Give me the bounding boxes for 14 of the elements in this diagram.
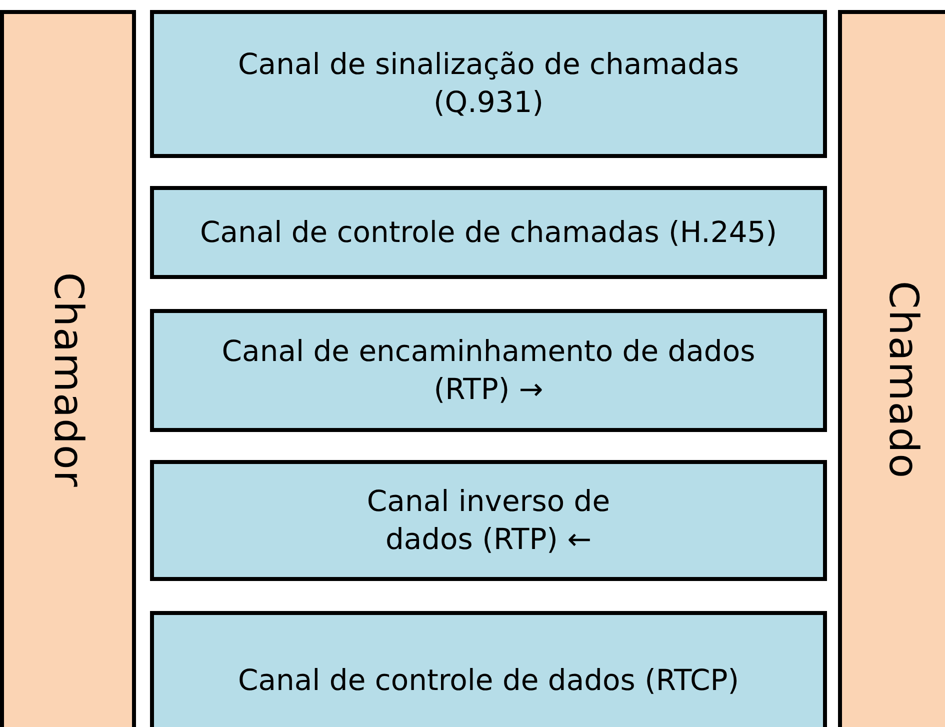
channel-label: Canal de controle de chamadas (H.245) <box>200 214 778 251</box>
column-label: Chamador <box>45 272 91 488</box>
channel-label: Canal de sinalização de chamadas (Q.931) <box>237 46 740 121</box>
channel-label: Canal de controle de dados (RTCP) <box>238 662 740 700</box>
channel-box <box>150 10 827 158</box>
side-column <box>838 10 945 727</box>
side-column <box>0 10 136 727</box>
channel-box <box>150 186 827 279</box>
channel-box <box>150 460 827 581</box>
channel-label: Canal de encaminhamento de dados (RTP) → <box>220 332 756 408</box>
channel-box <box>150 309 827 432</box>
channel-box <box>150 611 827 727</box>
column-label: Chamado <box>880 280 926 480</box>
channel-label: Canal inverso de dados (RTP) ← <box>366 482 612 558</box>
